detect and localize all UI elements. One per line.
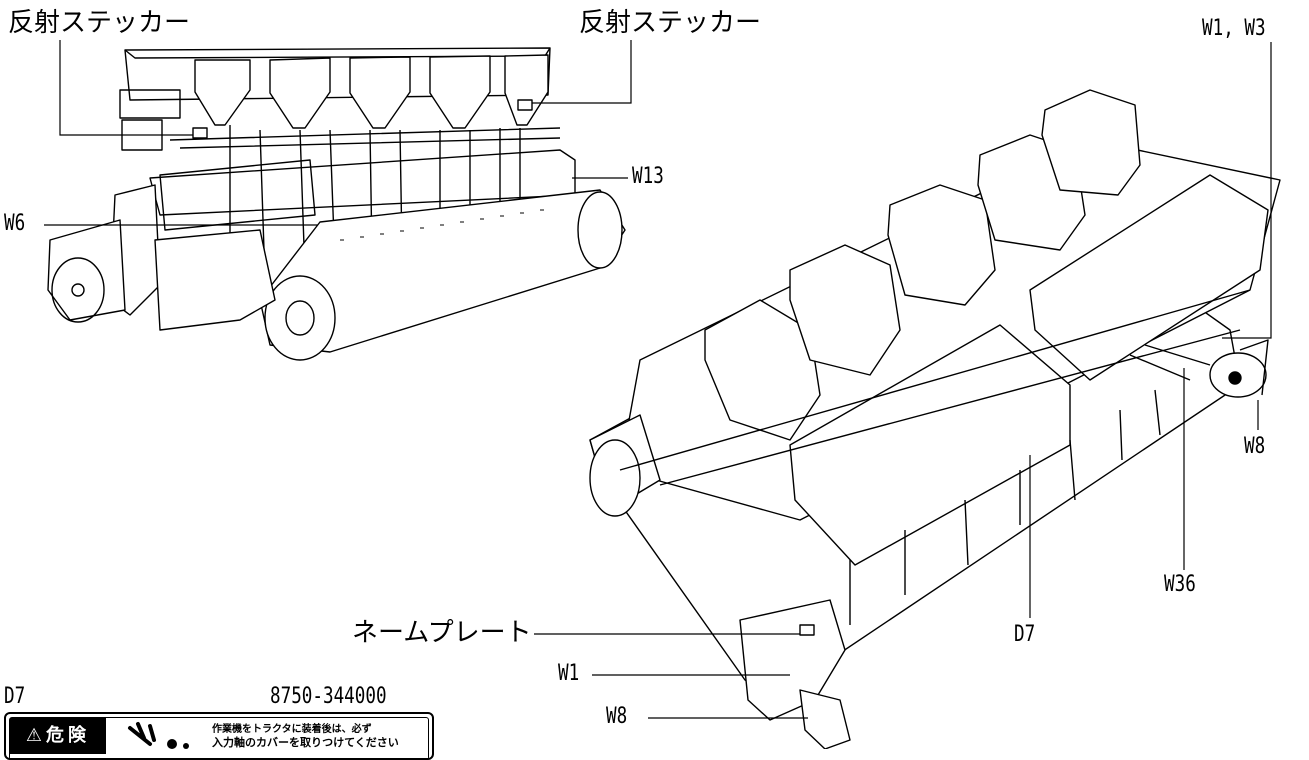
label-w36: W36 [1164,572,1196,597]
label-d7-pointer: D7 [1014,622,1036,647]
entanglement-warning-icon [128,722,189,749]
decal-text-line1: 作業機をトラクタに装着後は、必ず [212,724,372,735]
leader-w1-w3 [1222,42,1272,339]
right-seeder-illustration [589,89,1281,749]
label-w6: W6 [4,211,26,236]
label-w8-bottom: W8 [606,704,628,729]
label-w1-w3: W1, W3 [1202,16,1266,41]
decal-id: D7 [4,684,26,709]
decal-part-number: 8750-344000 [270,684,387,709]
decal-border [9,717,429,758]
leader-reflector-left [59,40,193,136]
danger-decal: ⚠危険 作業機をトラクタに装着後は、必ず 入力軸のカバーを取りつけてください [4,712,434,760]
label-w13: W13 [632,164,664,189]
leader-lines [44,40,1272,719]
label-w1: W1 [558,661,580,686]
label-reflector-left: 反射ステッカー [8,8,191,38]
leader-reflector-right [532,40,632,104]
left-seeder-illustration [47,47,626,361]
label-reflector-right: 反射ステッカー [579,8,762,38]
label-nameplate: ネームプレート [352,618,532,648]
decal-text-line2: 入力軸のカバーを取りつけてください [212,736,399,749]
label-w8-right: W8 [1244,434,1266,459]
danger-badge: ⚠危険 [10,718,106,754]
